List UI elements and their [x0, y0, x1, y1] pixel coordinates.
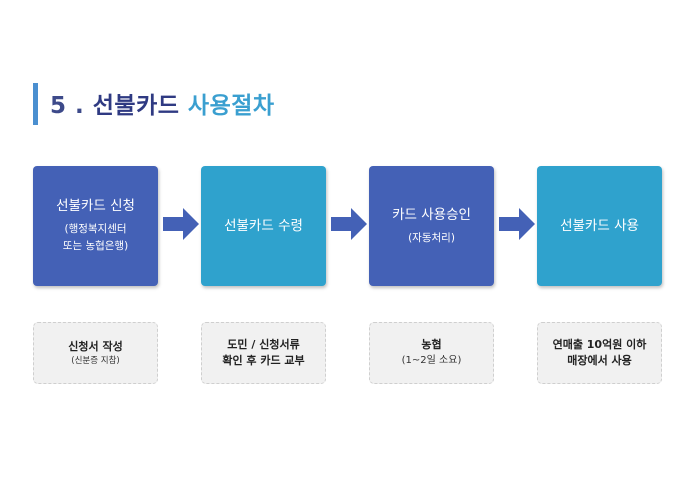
right-arrow-icon [499, 208, 535, 240]
step-sub-line: 또는 농협은행) [62, 240, 129, 252]
note-line2: 확인 후 카드 교부 [222, 354, 305, 367]
note-3: 농협 (1~2일 소요) [369, 322, 494, 384]
step-3-approval: 카드 사용승인 (자동처리) [369, 166, 494, 286]
step-2-receive: 선불카드 수령 [201, 166, 326, 286]
step-label: 카드 사용승인 [392, 206, 471, 223]
note-line1: 신청서 작성 [68, 340, 123, 353]
title-part1: 선불카드 [92, 93, 180, 119]
step-sub-line: (자동처리) [408, 231, 455, 244]
note-4: 연매출 10억원 이하 매장에서 사용 [537, 322, 662, 384]
note-line2: 매장에서 사용 [567, 354, 632, 367]
right-arrow-icon [163, 208, 199, 240]
step-sub: (행정복지센터 또는 농협은행) [63, 221, 128, 255]
step-sub-line: (행정복지센터 [64, 223, 127, 235]
step-4-use: 선불카드 사용 [537, 166, 662, 286]
note-line2: (신분증 지참) [71, 356, 120, 366]
step-label: 선불카드 수령 [224, 218, 303, 234]
title-accent-bar [33, 83, 38, 125]
title-number: 5 . [50, 93, 85, 119]
note-line2: (1~2일 소요) [401, 355, 462, 366]
page-title: 5 . 선불카드 사용절차 [50, 86, 275, 120]
note-line1: 농협 [421, 338, 442, 351]
title-part2: 사용절차 [187, 93, 275, 119]
note-line1: 도민 / 신청서류 [227, 338, 300, 351]
note-2: 도민 / 신청서류 확인 후 카드 교부 [201, 322, 326, 384]
note-line1: 연매출 10억원 이하 [552, 338, 647, 351]
note-1: 신청서 작성 (신분증 지참) [33, 322, 158, 384]
step-1-apply: 선불카드 신청 (행정복지센터 또는 농협은행) [33, 166, 158, 286]
step-label: 선불카드 신청 [56, 198, 135, 214]
step-label: 선불카드 사용 [560, 218, 639, 234]
step-sub: (자동처리) [408, 230, 455, 247]
right-arrow-icon [331, 208, 367, 240]
